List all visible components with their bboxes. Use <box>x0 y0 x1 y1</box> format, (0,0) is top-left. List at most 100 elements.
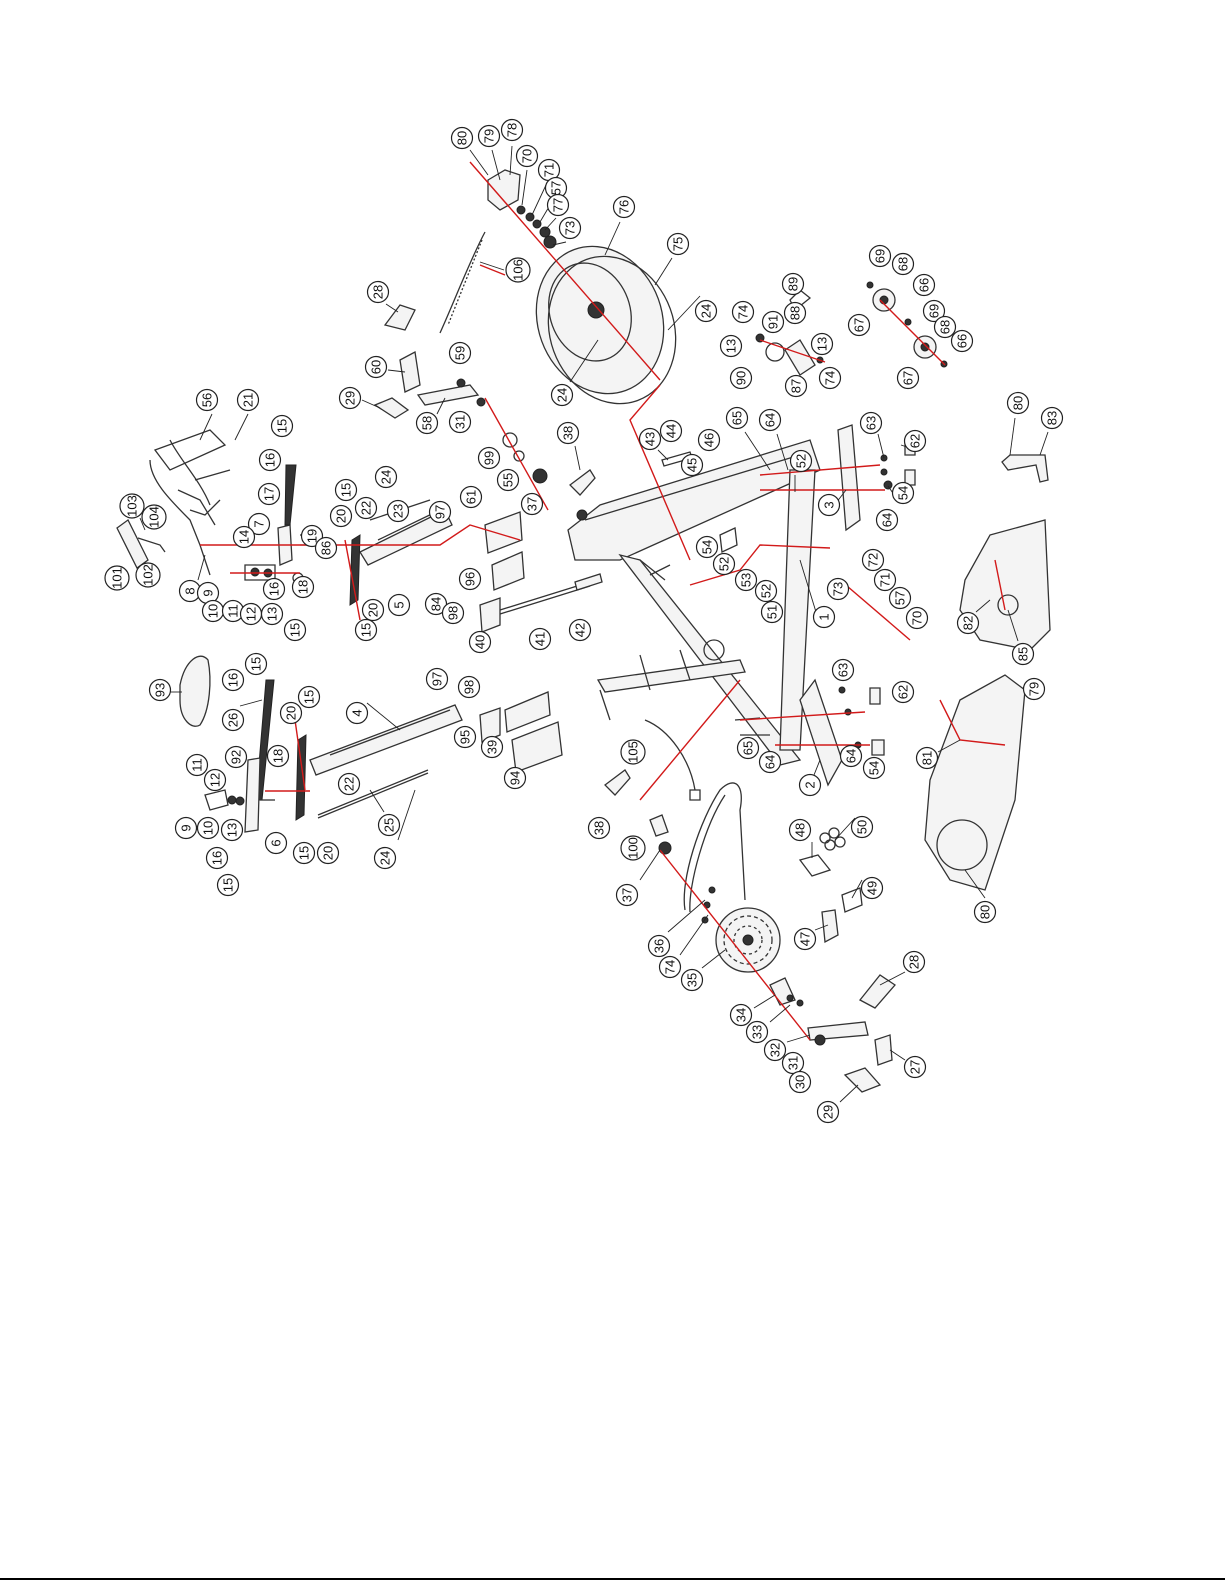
part-callout-15: 15 <box>283 618 307 642</box>
callout-number: 31 <box>453 415 468 429</box>
part-callout-74: 74 <box>731 300 755 324</box>
part-callout-55: 55 <box>496 468 520 492</box>
callout-number: 62 <box>908 434 923 448</box>
callout-bubble <box>457 675 481 699</box>
callout-bubble <box>956 611 980 635</box>
callout-number: 35 <box>685 973 700 987</box>
top-hub-assembly <box>487 169 557 249</box>
callout-number: 82 <box>961 616 976 630</box>
part-callout-67: 67 <box>896 366 920 390</box>
part-callout-64: 64 <box>875 508 899 532</box>
callout-number: 64 <box>763 755 778 769</box>
part-callout-31: 31 <box>448 410 472 434</box>
part-callout-80: 80 <box>450 126 474 150</box>
callout-bubble <box>203 768 227 792</box>
callout-bubble <box>793 927 817 951</box>
part-callout-90: 90 <box>729 366 753 390</box>
part-callout-68: 68 <box>933 315 957 339</box>
callout-number: 98 <box>446 606 461 620</box>
callout-bubble <box>220 818 244 842</box>
page-bottom-rule <box>0 1578 1225 1580</box>
callout-number: 1 <box>817 613 832 620</box>
part-callout-26: 26 <box>221 708 245 732</box>
callout-bubble <box>205 846 229 870</box>
callout-number: 10 <box>201 821 216 835</box>
part-callout-88: 88 <box>783 301 807 325</box>
callout-bubble <box>903 1055 927 1079</box>
part-callout-78: 78 <box>500 118 524 142</box>
part-callout-96: 96 <box>458 567 482 591</box>
callout-number: 66 <box>955 334 970 348</box>
callout-bubble <box>550 383 574 407</box>
part-callout-29: 29 <box>816 1100 840 1124</box>
callout-number: 54 <box>896 486 911 500</box>
callout-number: 64 <box>763 413 778 427</box>
callout-bubble <box>247 512 271 536</box>
part-callout-18: 18 <box>266 744 290 768</box>
callout-number: 63 <box>864 416 879 430</box>
callout-bubble <box>638 427 662 451</box>
callout-number: 77 <box>551 198 566 212</box>
callout-bubble <box>758 750 782 774</box>
handlebar-assembly <box>116 429 231 576</box>
callout-bubble <box>915 746 939 770</box>
callout-bubble <box>361 598 385 622</box>
callout-number: 14 <box>237 530 252 544</box>
callout-bubble <box>377 813 401 837</box>
callout-bubble <box>933 315 957 339</box>
callout-bubble <box>448 341 472 365</box>
callout-bubble <box>216 873 240 897</box>
part-callout-106: 106 <box>505 257 531 283</box>
callout-number: 22 <box>342 777 357 791</box>
callout-number: 15 <box>359 623 374 637</box>
seat <box>179 655 211 727</box>
part-callout-30: 30 <box>788 1070 812 1094</box>
callout-bubble <box>520 492 544 516</box>
callout-number: 81 <box>920 751 935 765</box>
callout-number: 90 <box>734 371 749 385</box>
callout-bubble <box>763 1038 787 1062</box>
callout-bubble <box>329 504 353 528</box>
callout-bubble <box>861 548 885 572</box>
callout-bubble <box>291 575 315 599</box>
callout-number: 54 <box>867 761 882 775</box>
part-callout-18: 18 <box>291 575 315 599</box>
part-callout-94: 94 <box>503 766 527 790</box>
part-callout-79: 79 <box>477 124 501 148</box>
callout-number: 33 <box>750 1025 765 1039</box>
callout-number: 47 <box>798 932 813 946</box>
callout-number: 72 <box>866 553 881 567</box>
part-callout-54: 54 <box>891 481 915 505</box>
callout-number: 42 <box>573 623 588 637</box>
part-callout-3: 3 <box>817 493 841 517</box>
part-callout-10: 10 <box>196 816 220 840</box>
part-callout-80: 80 <box>1006 391 1030 415</box>
part-callout-52: 52 <box>789 449 813 473</box>
callout-bubble <box>789 449 813 473</box>
callout-number: 39 <box>485 740 500 754</box>
part-callout-16: 16 <box>221 668 245 692</box>
part-callout-59: 59 <box>448 341 472 365</box>
callout-number: 40 <box>473 635 488 649</box>
callout-number: 25 <box>382 818 397 832</box>
part-callout-23: 23 <box>386 499 410 523</box>
callout-number: 18 <box>271 749 286 763</box>
callout-number: 11 <box>190 758 205 772</box>
part-callout-20: 20 <box>329 504 353 528</box>
callout-number: 9 <box>179 824 194 831</box>
part-callout-64: 64 <box>758 408 782 432</box>
callout-number: 57 <box>893 591 908 605</box>
callout-bubble <box>458 567 482 591</box>
upper-pedal-assembly <box>373 304 548 484</box>
callout-number: 26 <box>226 713 241 727</box>
part-callout-15: 15 <box>292 841 316 865</box>
part-callout-70: 70 <box>905 606 929 630</box>
callout-number: 60 <box>369 360 384 374</box>
part-callout-20: 20 <box>361 598 385 622</box>
callout-bubble <box>810 332 834 356</box>
part-callout-89: 89 <box>781 272 805 296</box>
callout-number: 95 <box>458 730 473 744</box>
callout-bubble <box>354 618 378 642</box>
callout-number: 53 <box>739 573 754 587</box>
callout-number: 96 <box>463 572 478 586</box>
